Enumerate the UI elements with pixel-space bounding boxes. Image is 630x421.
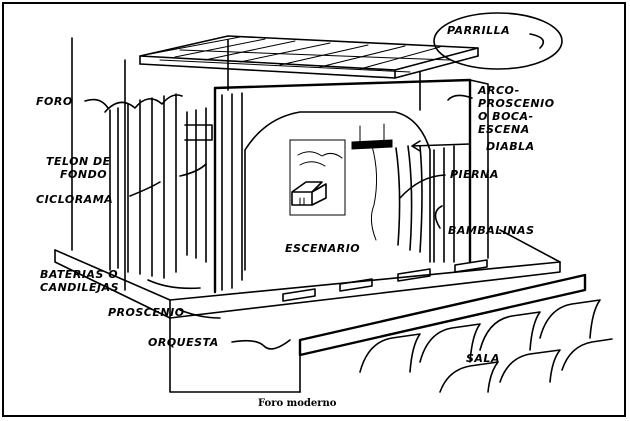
label-arco-line1: ARCO- <box>477 84 520 97</box>
label-proscenio: PROSCENIO <box>108 306 185 319</box>
label-baterias-line2: CANDILEJAS <box>40 281 119 294</box>
label-diabla: DIABLA <box>486 140 535 153</box>
label-ciclorama: CICLORAMA <box>36 193 113 206</box>
grid-supports <box>71 37 421 291</box>
label-arco-line3: O BOCA- <box>478 110 534 123</box>
grid-parrilla <box>139 35 479 79</box>
label-pierna: PIERNA <box>450 168 499 181</box>
label-parrilla: PARRILLA <box>447 24 510 37</box>
parrilla-highlight-circle <box>433 12 563 70</box>
label-telon-line2: FONDO <box>60 168 107 181</box>
orchestra-pit <box>169 273 587 393</box>
label-arco-line4: ESCENA <box>478 123 530 136</box>
label-orquesta: ORQUESTA <box>148 336 219 349</box>
proscenium-arch <box>213 78 489 294</box>
stage-floor <box>54 229 561 319</box>
audience-seats <box>359 299 613 393</box>
label-bambalinas: BAMBALINAS <box>448 224 535 237</box>
label-foro: FORO <box>36 95 73 108</box>
label-telon-line1: TELON DE <box>46 155 111 168</box>
side-curtains <box>184 92 455 291</box>
figure-caption: Foro moderno <box>258 398 337 409</box>
backdrop-scene <box>289 139 378 241</box>
label-sala: SALA <box>466 352 500 365</box>
label-escenario: ESCENARIO <box>285 242 360 255</box>
leader-lines <box>84 12 563 350</box>
figure-frame <box>2 2 626 417</box>
ciclorama <box>104 93 183 279</box>
diabla-bar <box>351 123 393 150</box>
label-baterias-line1: BATERIAS O <box>40 268 118 281</box>
label-arco-line2: PROSCENIO <box>478 97 555 110</box>
